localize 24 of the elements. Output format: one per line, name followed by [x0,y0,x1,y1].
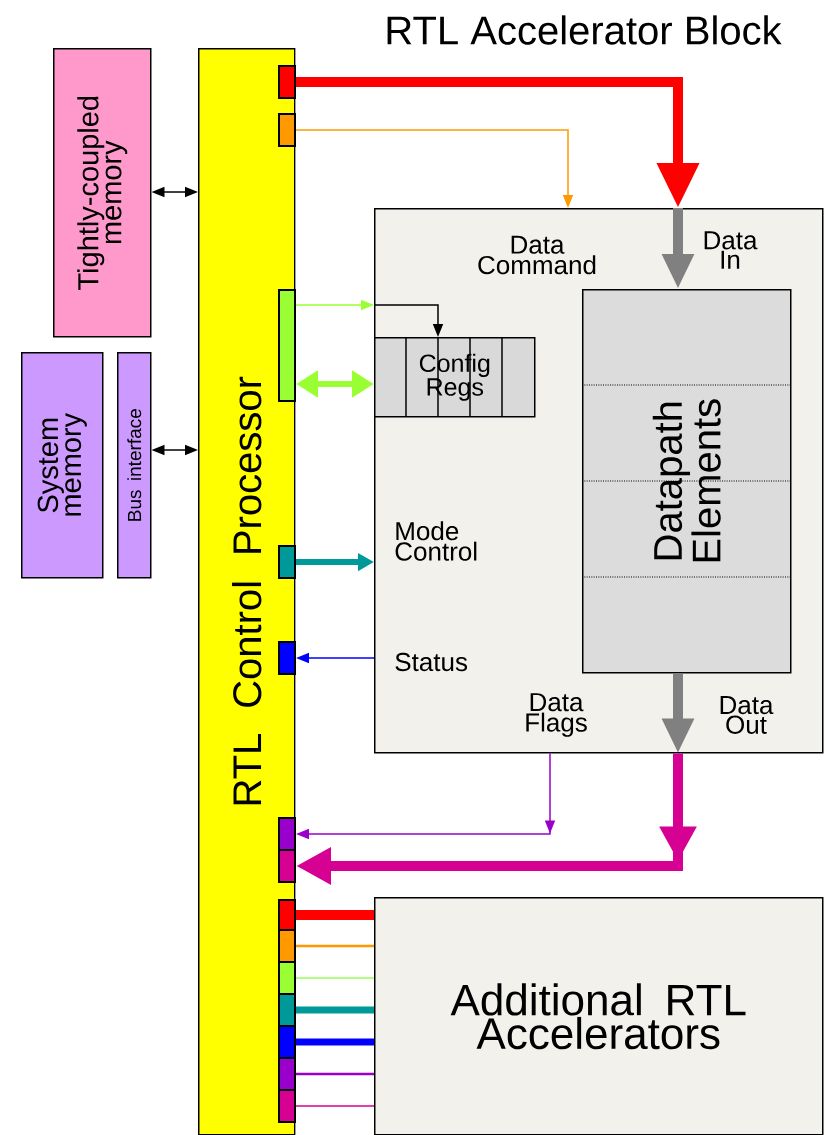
signal-line [295,977,375,979]
signal-line [295,1105,375,1107]
signal-line [296,910,374,920]
port-bar [278,993,296,1027]
interface-box: Bus interface [117,352,152,579]
accelerator-box: Additional RTL Accelerators [374,897,824,1135]
port-bar [278,1089,296,1123]
datapath-box: Datapath Elements [581,289,792,674]
signal-line [296,1072,374,1076]
port-bar [278,1025,296,1059]
port-bar [278,1057,296,1091]
memory-box: Tightly-coupled memory [53,48,152,338]
processor-bar: RTL Control Processor [198,48,296,1135]
port-bar [278,849,296,883]
port-bar [278,545,296,579]
port-bar [278,113,296,147]
signal-line [296,944,374,948]
title: RTL Accelerator Block [387,15,782,45]
port-bar [278,899,296,931]
port-bar [278,65,296,99]
port-bar [278,929,296,963]
port-bar [278,961,296,995]
port-bar [278,289,296,402]
memory-box: System memory [21,352,104,579]
